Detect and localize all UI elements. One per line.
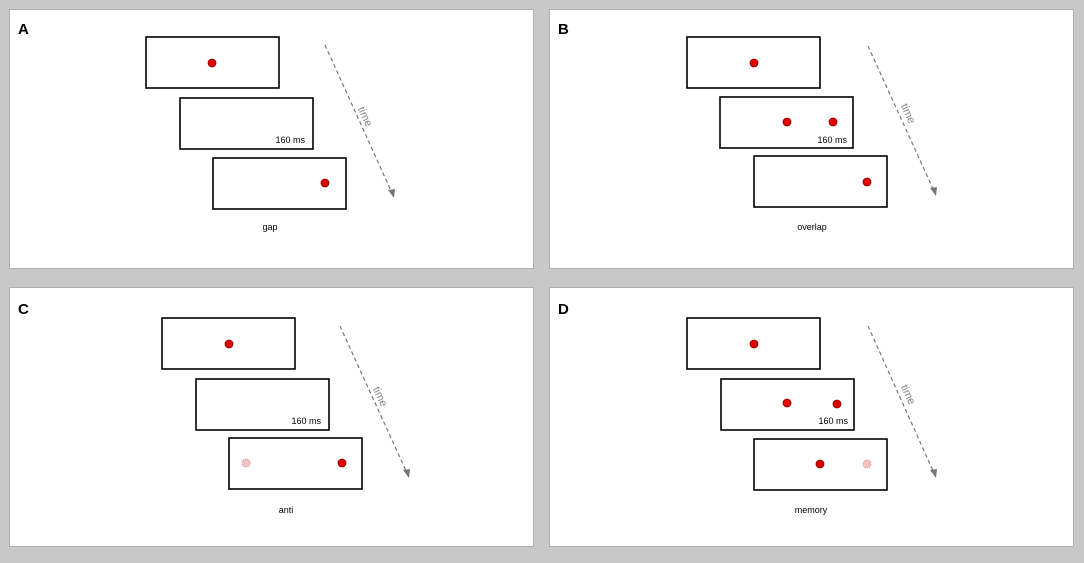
time-label: time (898, 383, 918, 407)
target-dot (337, 458, 347, 468)
panel-b-diagram: B 160 ms overlap time (558, 21, 937, 232)
time-arrow-line (867, 45, 935, 192)
panel-b: B 160 ms overlap time (549, 9, 1074, 269)
time-arrow-head (388, 189, 395, 198)
panel-c: C 160 ms anti time (9, 287, 534, 547)
target-dot (832, 399, 842, 409)
panel-a-letter: A (18, 21, 29, 38)
fixation-dot (815, 459, 825, 469)
condition-label: overlap (797, 222, 827, 232)
duration-label: 160 ms (275, 135, 305, 145)
time-arrow-head (403, 469, 410, 478)
panel-a-diagram: A 160 ms gap time (18, 21, 395, 232)
panel-d-diagram: D 160 ms memory time (558, 301, 937, 515)
ghost-target-dot (862, 459, 872, 469)
condition-label: memory (795, 505, 828, 515)
time-label: time (898, 102, 918, 126)
panel-b-letter: B (558, 21, 569, 38)
panel-d-letter: D (558, 301, 569, 318)
fixation-dot (224, 339, 234, 349)
fixation-dot (749, 58, 759, 68)
duration-label: 160 ms (817, 135, 847, 145)
panel-c-diagram: C 160 ms anti time (18, 301, 410, 515)
panel-a: A 160 ms gap time (9, 9, 534, 269)
duration-label: 160 ms (818, 416, 848, 426)
time-arrow-head (930, 187, 937, 196)
condition-label: anti (279, 505, 294, 515)
fixation-dot (782, 117, 792, 127)
time-arrow-line (339, 325, 408, 474)
fixation-dot (782, 398, 792, 408)
target-dot (862, 177, 872, 187)
frame-2 (195, 378, 330, 431)
duration-label: 160 ms (291, 416, 321, 426)
time-arrow-head (930, 469, 937, 478)
fixation-dot (207, 58, 217, 68)
time-arrow-line (324, 44, 393, 194)
panel-c-letter: C (18, 301, 29, 318)
condition-label: gap (262, 222, 277, 232)
frame-2 (179, 97, 314, 150)
ghost-target-dot (241, 458, 251, 468)
panel-d: D 160 ms memory time (549, 287, 1074, 547)
target-dot (828, 117, 838, 127)
target-dot (320, 178, 330, 188)
time-arrow-line (867, 325, 935, 474)
fixation-dot (749, 339, 759, 349)
